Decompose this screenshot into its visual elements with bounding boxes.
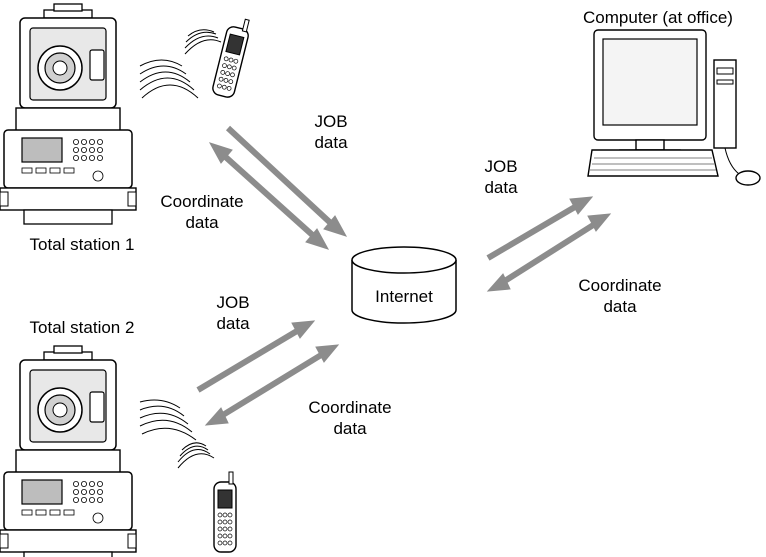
mobile-phone-1-icon [210, 14, 253, 100]
coordinate-data-arrow-top [208, 142, 330, 250]
total-station-2-icon [0, 345, 137, 557]
coordinate-data-arrow-bottom [204, 344, 340, 426]
job-data-arrow-bottom [196, 320, 316, 393]
computer-label: Computer (at office) [583, 8, 733, 27]
total-station-2-label: Total station 2 [29, 318, 135, 337]
total-station-1-label: Total station 1 [29, 235, 135, 254]
job-data-arrow-top [225, 125, 348, 237]
mobile-phone-2-icon [213, 471, 237, 553]
internet-database-cylinder-icon [351, 246, 457, 324]
internet-label: Internet [375, 287, 433, 306]
coordinate-data-arrow-right [486, 213, 612, 292]
wireless-signal-icon [139, 29, 222, 469]
total-station-1-icon [0, 3, 137, 225]
office-computer-icon [587, 29, 761, 186]
job-data-arrow-right [486, 196, 594, 261]
